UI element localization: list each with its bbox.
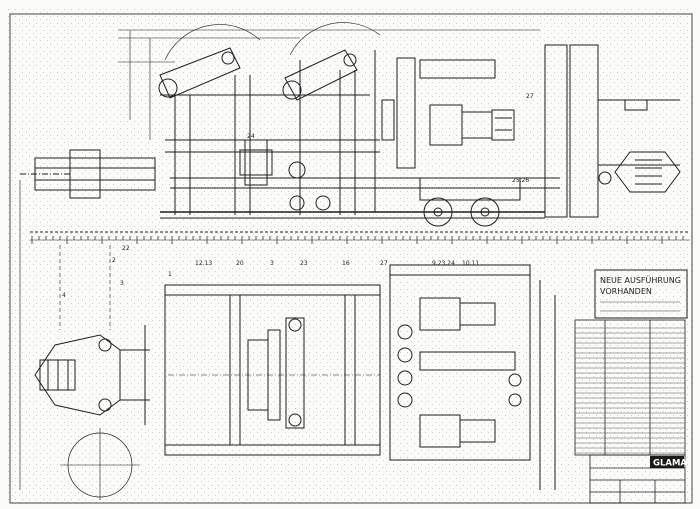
callout-1: 1 bbox=[168, 271, 172, 278]
stamp-line-1: NEUE AUSFÜHRUNG bbox=[600, 275, 681, 285]
callout-23: 23 bbox=[300, 260, 308, 267]
callout-4: 4 bbox=[62, 292, 66, 299]
callout-20: 20 bbox=[236, 260, 244, 267]
callout-22: 22 bbox=[122, 245, 130, 252]
callout-3: 3 bbox=[120, 280, 124, 287]
callout-10-11: 10.11 bbox=[462, 260, 479, 267]
side-elevation-view bbox=[20, 22, 690, 241]
revision-stamp: NEUE AUSFÜHRUNG VORHANDEN bbox=[594, 269, 688, 319]
callout-3a: 3 bbox=[270, 260, 274, 267]
parts-list-rows bbox=[575, 327, 685, 454]
callout-25-26: 25.26 bbox=[512, 177, 529, 184]
glama-logo: GLAMA bbox=[653, 459, 687, 469]
paper-noise bbox=[8, 8, 692, 503]
callout-27b: 27 bbox=[380, 260, 388, 267]
callout-24: 24 bbox=[247, 133, 255, 140]
callout-2: 2 bbox=[112, 257, 116, 264]
glama-logo-box bbox=[650, 456, 684, 468]
callout-9-23-24: 9.23.24 bbox=[432, 260, 455, 267]
stamp-line-2: VORHANDEN bbox=[600, 287, 652, 296]
sheet-border bbox=[9, 13, 693, 504]
scale-ticks bbox=[31, 236, 684, 244]
callout-16: 16 bbox=[342, 260, 350, 267]
plan-view bbox=[19, 180, 556, 500]
callout-27: 27 bbox=[526, 93, 534, 100]
callout-12-13: 12.13 bbox=[195, 260, 212, 267]
